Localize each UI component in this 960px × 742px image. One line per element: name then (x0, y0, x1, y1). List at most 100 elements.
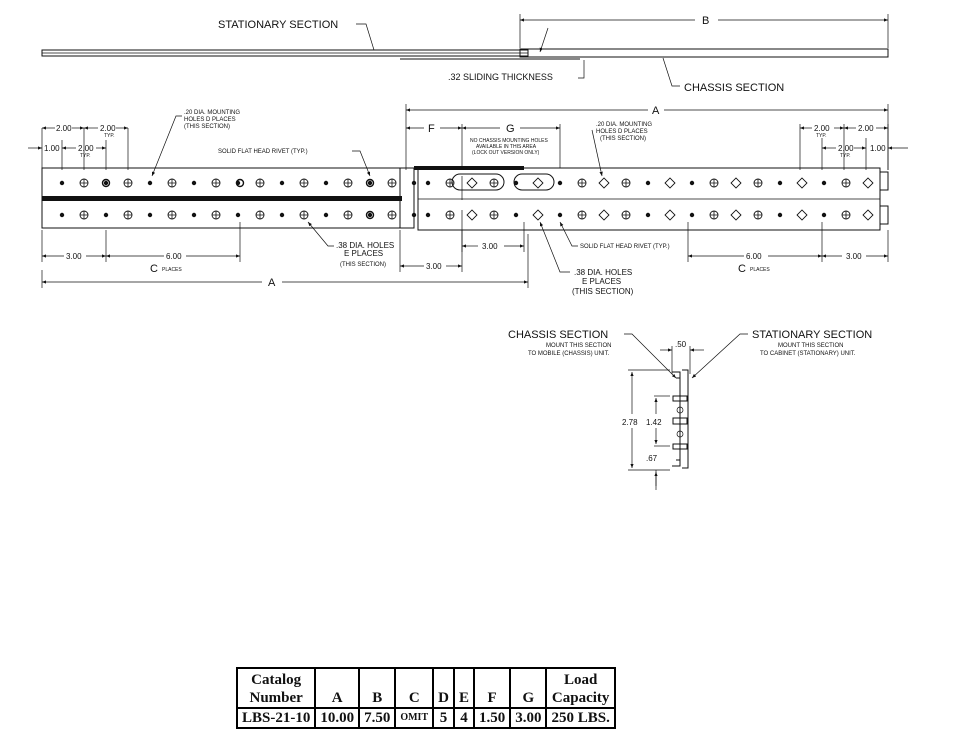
end-low-dim: .67 (646, 454, 658, 463)
mount-holes-right-2: HOLES D PLACES (596, 129, 648, 135)
hole-crosshair (256, 179, 264, 187)
c-places-right: C (738, 263, 746, 275)
hole-crosshair (388, 211, 396, 219)
square-hole (862, 209, 874, 221)
square-hole (862, 177, 874, 189)
hole-crosshair (124, 211, 132, 219)
mounting-hole (279, 212, 285, 218)
rivet (365, 210, 375, 220)
hole-crosshair (754, 211, 762, 219)
holes-left-1: .38 DIA. HOLES (336, 241, 394, 250)
mounting-hole (191, 180, 197, 186)
cell-b: 7.50 (358, 707, 397, 729)
dim-right-typ-2: TYP. (840, 153, 850, 159)
header-b: B (358, 667, 397, 709)
plan-view: 2.00 2.00 TYP. 1.00 2.00 TYP. .20 DIA. M… (28, 104, 908, 296)
dim-right-200-a: 2.00 (814, 124, 830, 133)
header-c: C (394, 667, 435, 709)
hole-crosshair (842, 179, 850, 187)
mounting-hole (279, 180, 285, 186)
square-hole (598, 209, 610, 221)
rivet (365, 178, 375, 188)
end-stationary-note-2: TO CABINET (STATIONARY) UNIT. (760, 351, 856, 357)
mounting-hole (411, 212, 417, 218)
hole-crosshair (710, 211, 718, 219)
rivet-right-label: SOLID FLAT HEAD RIVET (TYP.) (580, 244, 670, 250)
mounting-hole (103, 180, 109, 186)
dim-right-typ: TYP. (816, 133, 826, 139)
dim-left-100: 1.00 (44, 144, 60, 153)
chassis-section-label: CHASSIS SECTION (684, 82, 784, 94)
mounting-hole (513, 212, 519, 218)
mounting-hole (645, 212, 651, 218)
sliding-thickness-label: .32 SLIDING THICKNESS (448, 72, 553, 82)
side-view: STATIONARY SECTION B .32 SLIDING THICKNE… (41, 14, 889, 94)
end-width-dim: .50 (675, 340, 687, 349)
mounting-hole (645, 180, 651, 186)
hole-crosshair (256, 211, 264, 219)
end-stationary-note-1: MOUNT THIS SECTION (778, 343, 843, 349)
cell-c: OMIT (394, 707, 435, 729)
hole-crosshair (300, 211, 308, 219)
hole-crosshair (80, 211, 88, 219)
mounting-hole (513, 180, 519, 186)
header-g: G (509, 667, 548, 709)
square-hole (730, 209, 742, 221)
end-height-dim: 2.78 (622, 418, 638, 427)
dim-left-200-c: 2.00 (78, 144, 94, 153)
mounting-hole (103, 212, 109, 218)
end-mid-dim: 1.42 (646, 418, 662, 427)
header-a: A (314, 667, 361, 709)
mounting-hole (367, 212, 373, 218)
hole-crosshair (168, 179, 176, 187)
mounting-hole (147, 212, 153, 218)
mounting-hole (777, 180, 783, 186)
holes-left-3: (THIS SECTION) (340, 262, 386, 268)
end-chassis-note-1: MOUNT THIS SECTION (546, 343, 611, 349)
hole-crosshair (168, 211, 176, 219)
mounting-hole (557, 180, 563, 186)
mounting-hole (777, 212, 783, 218)
end-chassis-title: CHASSIS SECTION (508, 329, 608, 341)
holes-right-3: (THIS SECTION) (572, 287, 634, 296)
mounting-hole (59, 180, 65, 186)
header-e: E (452, 667, 475, 709)
mounting-hole (323, 212, 329, 218)
table-row: LBS-21-10 10.00 7.50 OMIT 5 4 1.50 3.00 … (235, 707, 616, 729)
holes-right-1: .38 DIA. HOLES (574, 268, 632, 277)
no-chassis-holes-1: NO CHASSIS MOUNTING HOLES (470, 138, 548, 144)
hole-crosshair (622, 179, 630, 187)
mounting-hole (557, 212, 563, 218)
square-hole (532, 209, 544, 221)
hole-crosshair (710, 179, 718, 187)
dim-right-200-c: 2.00 (838, 144, 854, 153)
mounting-hole (411, 180, 417, 186)
dim-a-top: A (652, 105, 660, 117)
square-hole (598, 177, 610, 189)
square-hole (664, 177, 676, 189)
dim-b: B (702, 15, 709, 27)
mounting-hole (425, 180, 431, 186)
cell-load-capacity: 250 LBS. (545, 707, 616, 729)
mounting-hole (821, 212, 827, 218)
mounting-hole (191, 212, 197, 218)
holes-right-2: E PLACES (582, 277, 621, 286)
mounting-hole (323, 180, 329, 186)
hole-crosshair (622, 211, 630, 219)
mounting-hole (689, 212, 695, 218)
mount-holes-right-3: (THIS SECTION) (600, 136, 646, 142)
no-chassis-holes-3: (LOCK OUT VERSION ONLY) (472, 150, 540, 156)
hole-crosshair (80, 179, 88, 187)
hole-crosshair (842, 211, 850, 219)
stationary-section-label: STATIONARY SECTION (218, 19, 338, 31)
dim-left-200-a: 2.00 (56, 124, 72, 133)
dim-mid-300: 3.00 (426, 262, 442, 271)
end-chassis-note-2: TO MOBILE (CHASSIS) UNIT. (528, 351, 610, 357)
square-hole (532, 177, 544, 189)
c-places-left: C (150, 263, 158, 275)
hole-crosshair (300, 179, 308, 187)
dim-right-100: 1.00 (870, 144, 886, 153)
